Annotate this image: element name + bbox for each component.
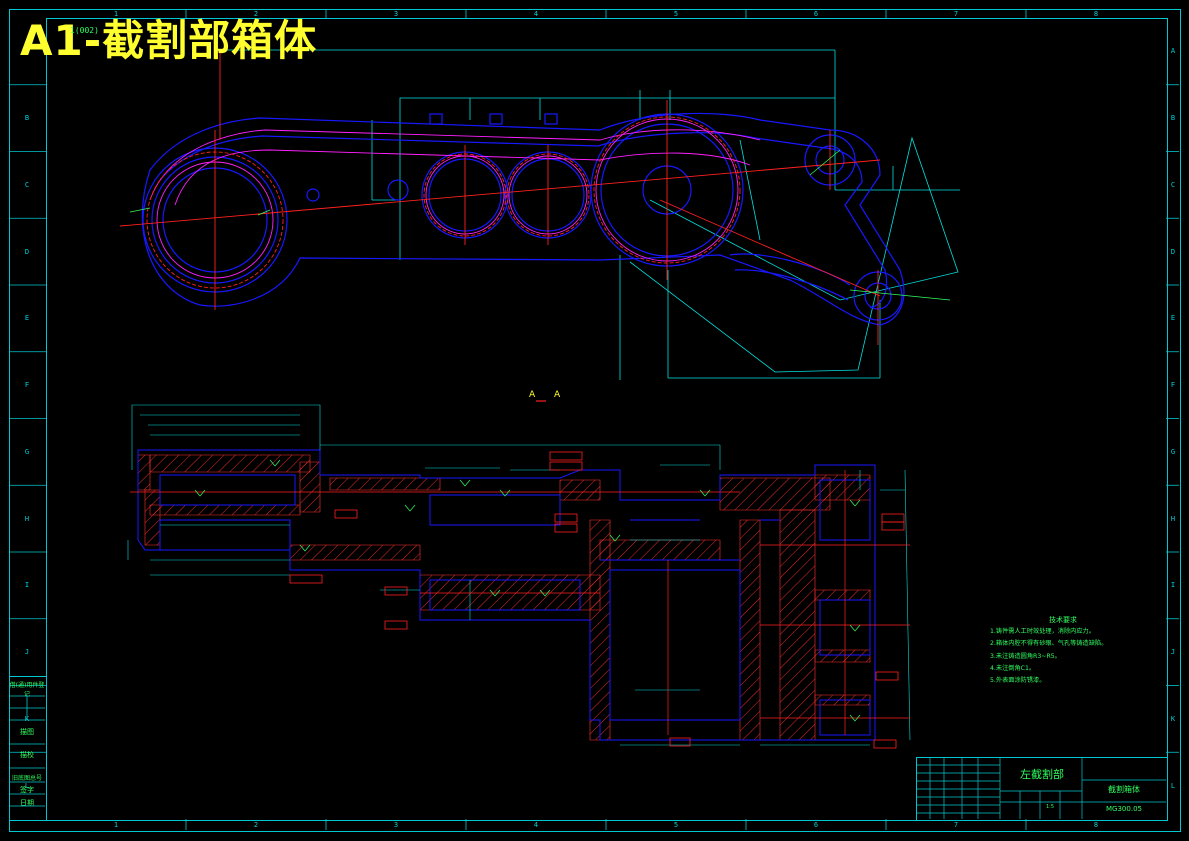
zone-marker: G (24, 447, 30, 456)
zone-marker: I (24, 581, 30, 590)
zone-marker: 7 (953, 10, 959, 18)
zone-marker: H (1170, 514, 1176, 523)
zone-marker: 2 (253, 10, 259, 18)
zone-marker: 5 (673, 10, 679, 18)
zone-marker: 6 (813, 10, 819, 18)
technical-note-item: 1.铸件需人工时效处理，消除内应力。 (990, 628, 1095, 636)
section-label-left: A (529, 390, 536, 400)
top-view (119, 49, 960, 380)
zone-marker: 3 (393, 821, 399, 829)
zone-marker: F (1170, 381, 1176, 390)
side-panel-cell: 旧底图总号 (11, 775, 42, 782)
zone-marker: I (1170, 581, 1176, 590)
side-panel-cell: 描图 (20, 728, 34, 736)
inner-border (46, 18, 1168, 821)
zone-marker: E (24, 314, 30, 323)
drawing-title: A1-截割部箱体 (20, 16, 318, 65)
title-block-scale: 1:5 (1045, 804, 1055, 810)
zone-marker: A (1170, 47, 1176, 56)
zone-marker: 4 (533, 10, 539, 18)
zone-marker: 8 (1093, 10, 1099, 18)
zone-marker: G (1170, 447, 1176, 456)
zone-marker: 6 (813, 821, 819, 829)
zone-marker: 1 (113, 10, 119, 18)
section-view (127, 400, 911, 749)
zone-marker: L (24, 781, 30, 790)
zone-marker: L (1170, 781, 1176, 790)
zone-marker: 8 (1093, 821, 1099, 829)
side-panel-cell: 描校 (20, 751, 34, 759)
zone-marker: J (24, 648, 30, 657)
technical-notes-heading: 技术要求 (1049, 616, 1077, 624)
side-panel-frame (9, 676, 47, 821)
zone-marker: F (24, 381, 30, 390)
section-label-right: A (554, 390, 561, 400)
side-panel-cell: 借(通)用件登记 (9, 682, 45, 698)
zone-marker: 5 (673, 821, 679, 829)
technical-note-item: 3.未注铸造圆角R3~R5。 (990, 652, 1061, 660)
technical-note-item: 5.外表面涂防锈漆。 (990, 677, 1046, 685)
zone-ticks (9, 9, 1179, 830)
technical-note-item: 4.未注倒角C1。 (990, 664, 1036, 672)
zone-marker: B (1170, 114, 1176, 123)
outer-border (9, 9, 1181, 832)
side-panel-grid (9, 695, 45, 807)
title-block-part-name: 左截割部 (1020, 768, 1064, 781)
zone-marker: C (1170, 180, 1176, 189)
zone-marker: E (1170, 314, 1176, 323)
zone-marker: D (1170, 247, 1176, 256)
zone-marker: K (1170, 714, 1176, 723)
zone-marker: B (24, 114, 30, 123)
side-panel-cell: 日期 (20, 799, 34, 807)
view-label: 1(002) (70, 26, 99, 35)
zone-marker: 3 (393, 10, 399, 18)
zone-marker: H (24, 514, 30, 523)
zone-marker: C (24, 180, 30, 189)
zone-marker: 7 (953, 821, 959, 829)
zone-marker: 4 (533, 821, 539, 829)
zone-marker: J (1170, 648, 1176, 657)
zone-marker: 2 (253, 821, 259, 829)
title-block-drawing-number: MG300.05 (1106, 805, 1142, 813)
title-block-drawing-title: 截割箱体 (1108, 785, 1140, 794)
title-block-grid (916, 757, 1166, 819)
zone-marker: 1 (113, 821, 119, 829)
side-panel-cell: 签字 (20, 786, 34, 794)
technical-notes: 技术要求 1.铸件需人工时效处理，消除内应力。 2.箱体内腔不得有砂眼、气孔等铸… (990, 614, 1150, 687)
technical-note-item: 2.箱体内腔不得有砂眼、气孔等铸造缺陷。 (990, 640, 1108, 648)
zone-marker: A (24, 47, 30, 56)
zone-marker: D (24, 247, 30, 256)
